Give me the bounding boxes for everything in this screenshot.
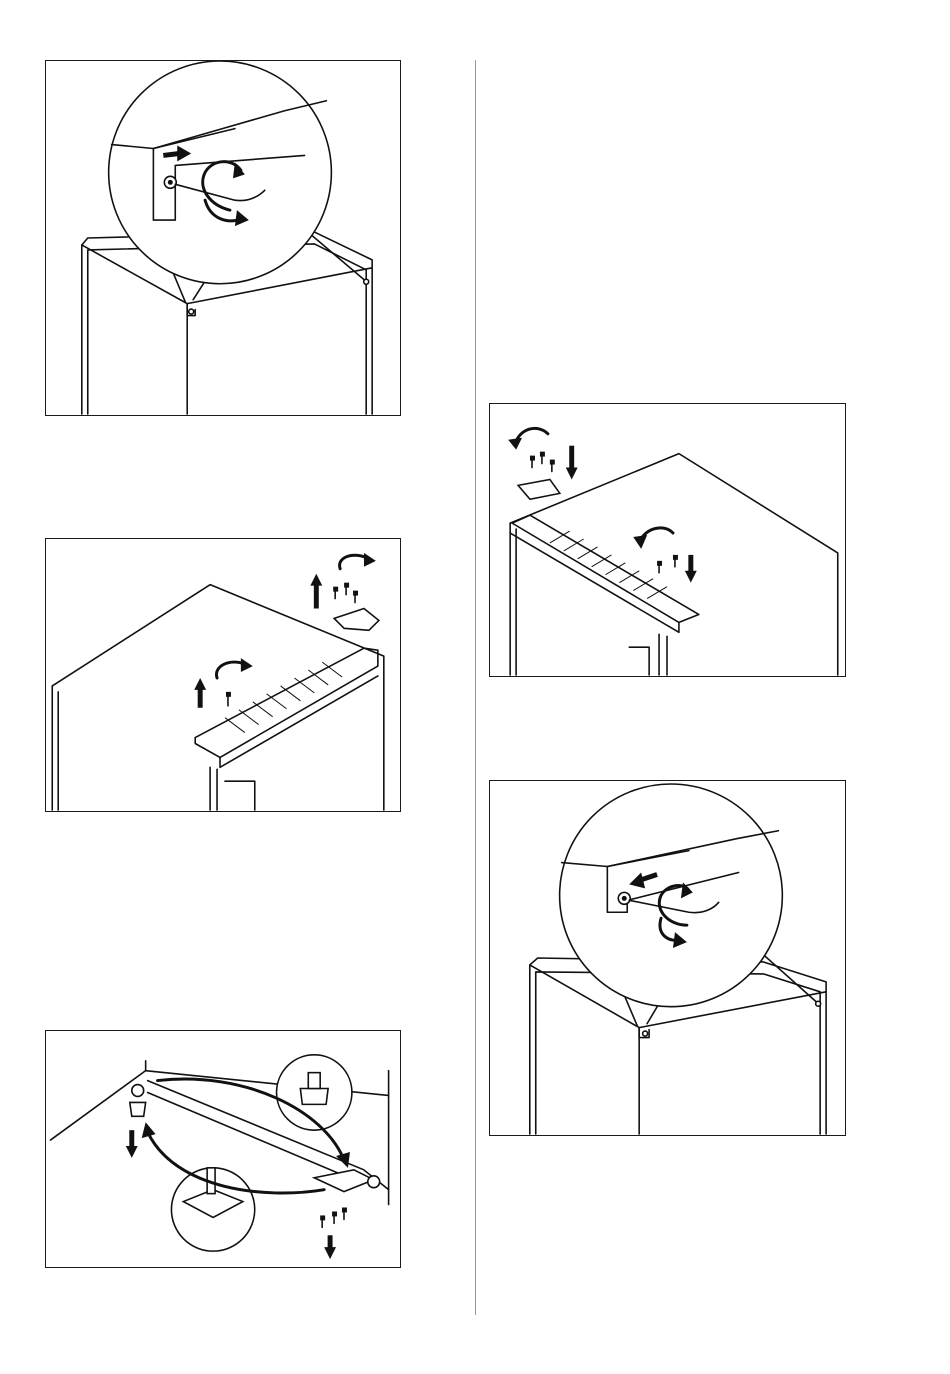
- bottom-hinge-swap-illustration: [46, 1031, 400, 1267]
- column-divider: [475, 60, 476, 1315]
- hinge-cover-ribs-refit: [550, 531, 667, 599]
- figure-bottom-hinge-swap: [45, 1030, 401, 1268]
- figure-hinge-cover-lift-off: [45, 538, 401, 812]
- figure-hinge-cover-refit: [489, 403, 846, 677]
- hinge-cover-lift-off-illustration: [46, 539, 400, 811]
- cover-screw-refit-illustration: [490, 781, 845, 1135]
- cover-screw-removal-illustration: [46, 61, 400, 415]
- figure-cover-screw-removal: [45, 60, 401, 416]
- figure-cover-screw-refit: [489, 780, 846, 1136]
- hinge-cover-refit-illustration: [490, 404, 845, 676]
